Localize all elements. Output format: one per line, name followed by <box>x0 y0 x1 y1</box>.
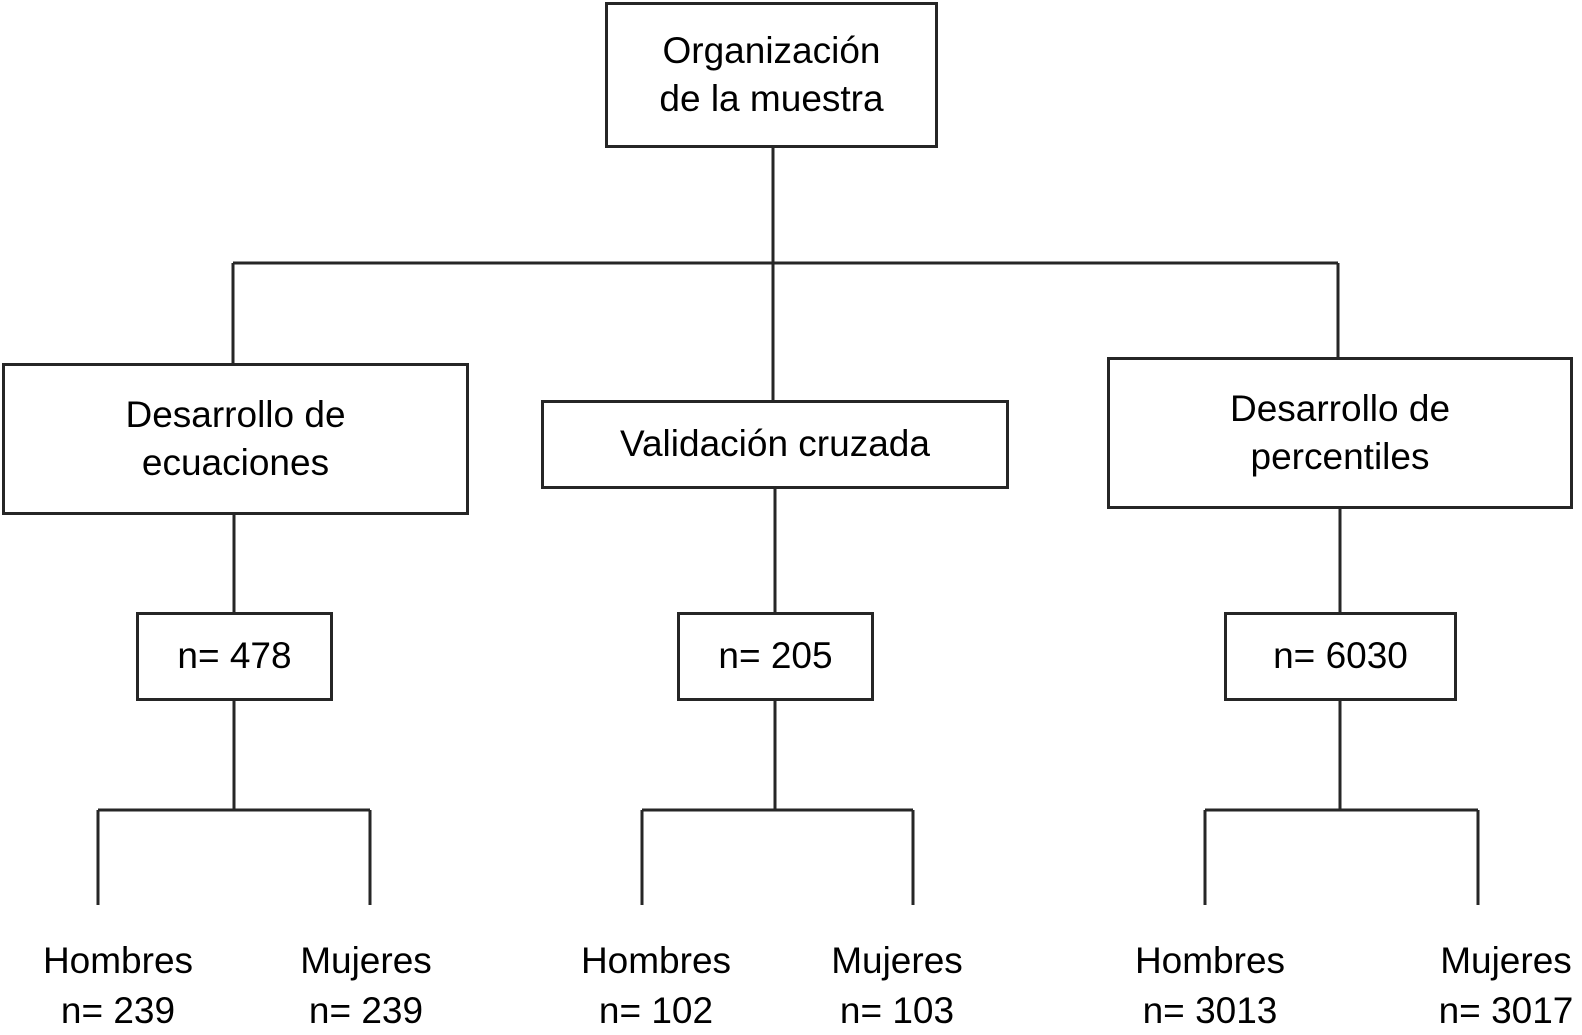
sample-size-percentiles: n= 6030 <box>1273 635 1408 677</box>
branch-validacion-title-line1: Validación cruzada <box>620 423 930 465</box>
leaf-validacion-mujeres: Mujeres n= 103 <box>787 936 1007 1035</box>
leaf-group-label: Hombres <box>1134 940 1286 981</box>
leaf-group-label: Mujeres <box>831 940 963 981</box>
sample-size-box-ecuaciones: n= 478 <box>136 612 333 701</box>
branch-box-ecuaciones: Desarrollo de ecuaciones <box>2 363 469 515</box>
leaf-count-label: n= 103 <box>839 989 955 1031</box>
branch-ecuaciones-title-line1: Desarrollo de <box>125 393 346 435</box>
leaf-ecuaciones-mujeres: Mujeres n= 239 <box>256 936 476 1035</box>
leaf-validacion-hombres: Hombres n= 102 <box>546 936 766 1035</box>
leaf-group-label: Hombres <box>42 940 194 981</box>
root-box: Organización de la muestra <box>605 2 938 148</box>
leaf-count-label: n= 102 <box>598 989 714 1031</box>
leaf-count-label: n= 239 <box>60 989 176 1031</box>
sample-size-box-validacion: n= 205 <box>677 612 874 701</box>
leaf-group-label: Mujeres <box>1440 940 1572 981</box>
sample-size-ecuaciones: n= 478 <box>177 635 292 677</box>
branch-percentiles-title-line2: percentiles <box>1250 436 1430 477</box>
root-label-line2: de la muestra <box>659 78 884 119</box>
sample-size-box-percentiles: n= 6030 <box>1224 612 1457 701</box>
branch-box-validacion: Validación cruzada <box>541 400 1009 489</box>
sample-size-validacion: n= 205 <box>718 635 833 677</box>
leaf-ecuaciones-hombres: Hombres n= 239 <box>8 936 228 1035</box>
branch-percentiles-title-line1: Desarrollo de <box>1229 387 1451 429</box>
leaf-percentiles-hombres: Hombres n= 3013 <box>1100 936 1320 1035</box>
leaf-count-label: n= 3013 <box>1142 989 1278 1031</box>
branch-box-percentiles: Desarrollo de percentiles <box>1107 357 1573 509</box>
leaf-group-label: Hombres <box>580 940 732 981</box>
leaf-group-label: Mujeres <box>300 940 432 981</box>
root-label-line1: Organización <box>662 29 881 71</box>
leaf-percentiles-mujeres: Mujeres n= 3017 <box>1396 936 1582 1035</box>
leaf-count-label: n= 239 <box>308 989 424 1031</box>
branch-ecuaciones-title-line2: ecuaciones <box>141 442 330 483</box>
leaf-count-label: n= 3017 <box>1438 989 1574 1031</box>
